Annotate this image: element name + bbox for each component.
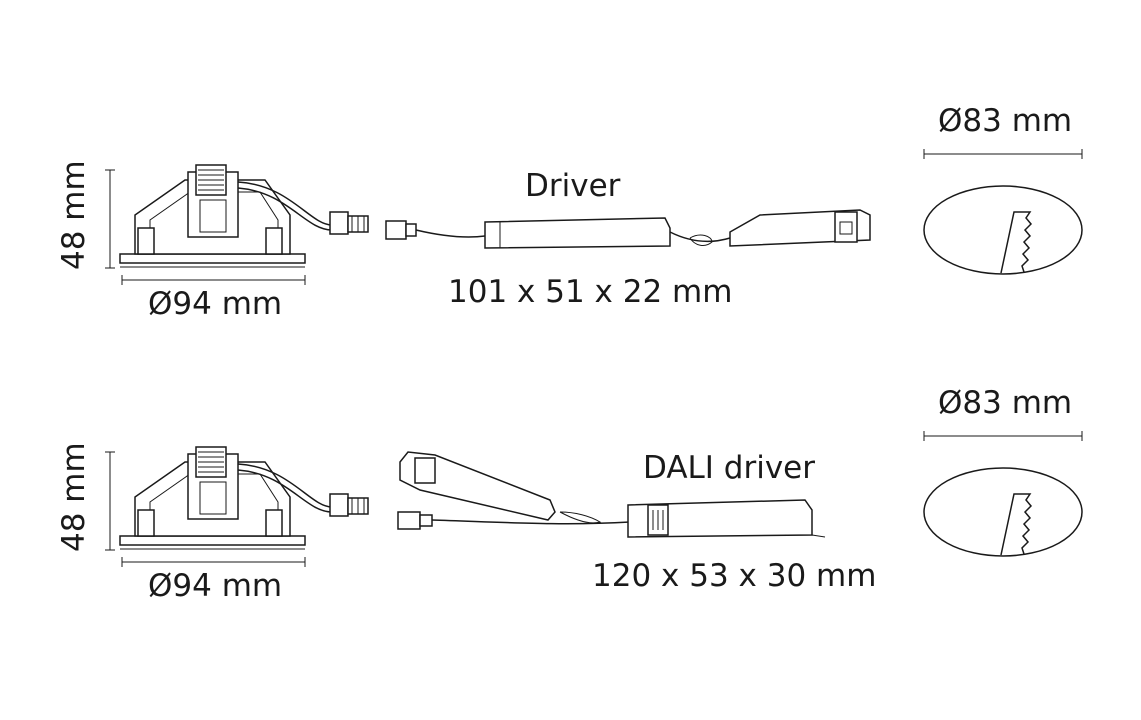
dali-driver-drawing <box>397 451 826 538</box>
diameter-label: Ø94 mm <box>148 286 282 322</box>
row-standard-driver: 48 mm Ø94 mm Driver 101 x 51 x 22 mm Ø83… <box>56 103 1083 322</box>
row-dali-driver: 48 mm Ø94 mm DALI driver 120 x 53 x 30 m… <box>56 385 1083 604</box>
luminaire-side-drawing <box>104 164 369 286</box>
cutout-label: Ø83 mm <box>938 103 1072 139</box>
driver-dimensions: 101 x 51 x 22 mm <box>448 274 732 310</box>
height-label: 48 mm <box>56 442 92 552</box>
cutout-label: Ø83 mm <box>938 385 1072 421</box>
luminaire-side-drawing <box>104 446 369 568</box>
cutout-drawing <box>923 430 1083 557</box>
driver-dimensions: 120 x 53 x 30 mm <box>592 558 876 594</box>
driver-title: DALI driver <box>643 450 815 486</box>
diameter-label: Ø94 mm <box>148 568 282 604</box>
height-label: 48 mm <box>56 160 92 270</box>
driver-drawing <box>385 209 871 249</box>
cutout-drawing <box>923 148 1083 275</box>
driver-title: Driver <box>525 168 621 204</box>
